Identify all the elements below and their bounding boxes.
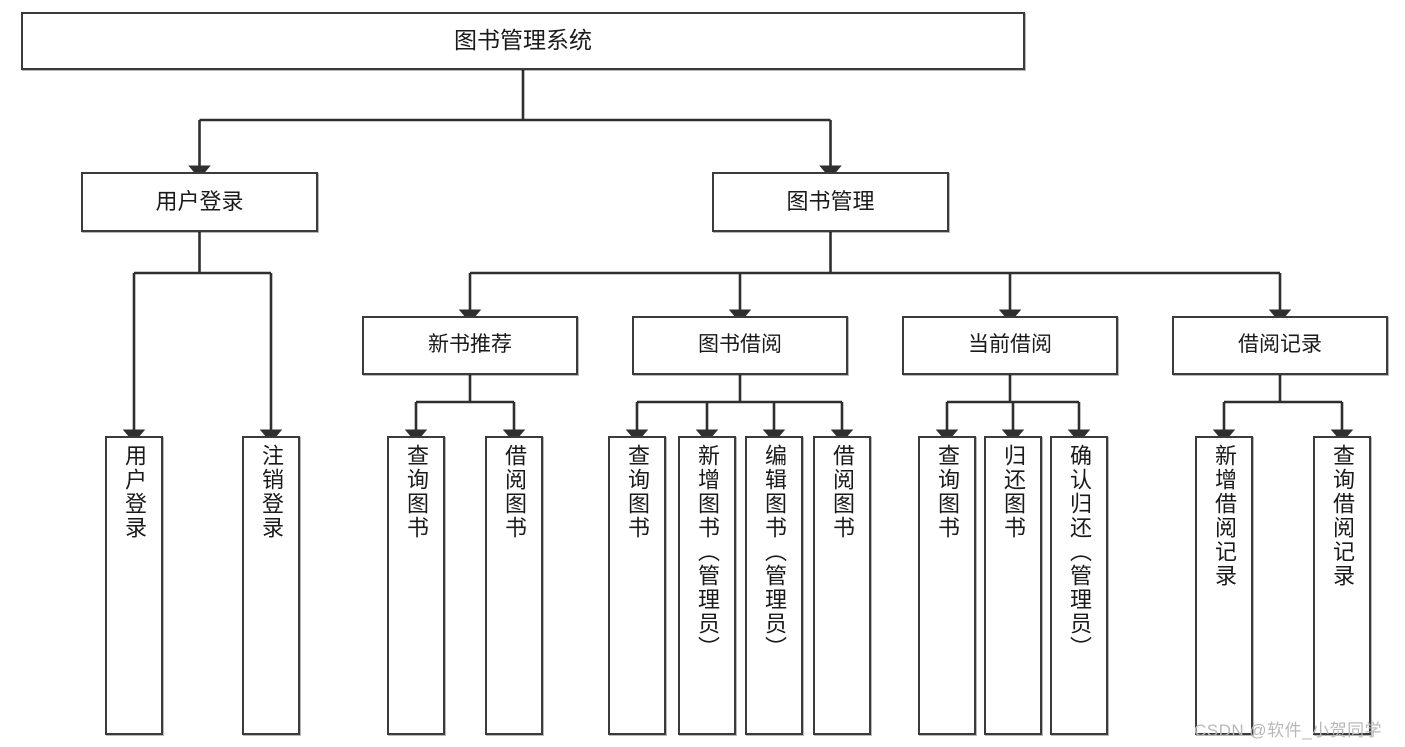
node-label: 编辑图书（管理员）	[762, 444, 787, 660]
node-leaf-rec-1[interactable]: 新增借阅记录	[1195, 436, 1253, 735]
node-login[interactable]: 用户登录	[81, 172, 318, 232]
node-label: 查询图书	[935, 444, 960, 540]
node-label: 借阅图书	[830, 444, 855, 540]
node-label: 图书管理系统	[454, 27, 592, 54]
node-leaf-cur-3[interactable]: 确认归还（管理员）	[1050, 436, 1108, 735]
node-leaf-login-2[interactable]: 注销登录	[242, 436, 300, 735]
node-label: 确认归还（管理员）	[1067, 444, 1092, 660]
node-leaf-new-2[interactable]: 借阅图书	[485, 436, 543, 735]
node-leaf-bor-2[interactable]: 新增图书（管理员）	[678, 436, 736, 735]
node-borrow[interactable]: 图书借阅	[632, 316, 848, 375]
node-records[interactable]: 借阅记录	[1172, 316, 1388, 375]
node-label: 用户登录	[155, 189, 244, 215]
node-leaf-bor-4[interactable]: 借阅图书	[813, 436, 871, 735]
node-newbook[interactable]: 新书推荐	[362, 316, 578, 375]
node-label: 新增图书（管理员）	[695, 444, 720, 660]
node-label: 新增借阅记录	[1212, 444, 1237, 588]
node-leaf-rec-2[interactable]: 查询借阅记录	[1313, 436, 1371, 735]
node-label: 当前借阅	[968, 333, 1052, 357]
node-leaf-bor-1[interactable]: 查询图书	[608, 436, 666, 735]
node-bookmgmt[interactable]: 图书管理	[712, 172, 949, 232]
node-label: 归还图书	[1001, 444, 1026, 540]
node-current[interactable]: 当前借阅	[902, 316, 1118, 375]
node-label: 借阅记录	[1238, 333, 1322, 357]
node-label: 注销登录	[259, 444, 284, 540]
node-label: 用户登录	[122, 444, 147, 540]
node-label: 查询图书	[404, 444, 429, 540]
node-leaf-login-1[interactable]: 用户登录	[105, 436, 163, 735]
node-label: 借阅图书	[502, 444, 527, 540]
node-leaf-new-1[interactable]: 查询图书	[387, 436, 445, 735]
node-leaf-bor-3[interactable]: 编辑图书（管理员）	[745, 436, 803, 735]
node-label: 新书推荐	[428, 333, 512, 357]
node-label: 图书管理	[786, 189, 875, 215]
node-label: 查询图书	[625, 444, 650, 540]
node-leaf-cur-2[interactable]: 归还图书	[984, 436, 1042, 735]
node-leaf-cur-1[interactable]: 查询图书	[918, 436, 976, 735]
node-label: 图书借阅	[698, 333, 782, 357]
node-label: 查询借阅记录	[1330, 444, 1355, 588]
edges-group	[122, 70, 1354, 443]
node-root[interactable]: 图书管理系统	[21, 12, 1025, 70]
